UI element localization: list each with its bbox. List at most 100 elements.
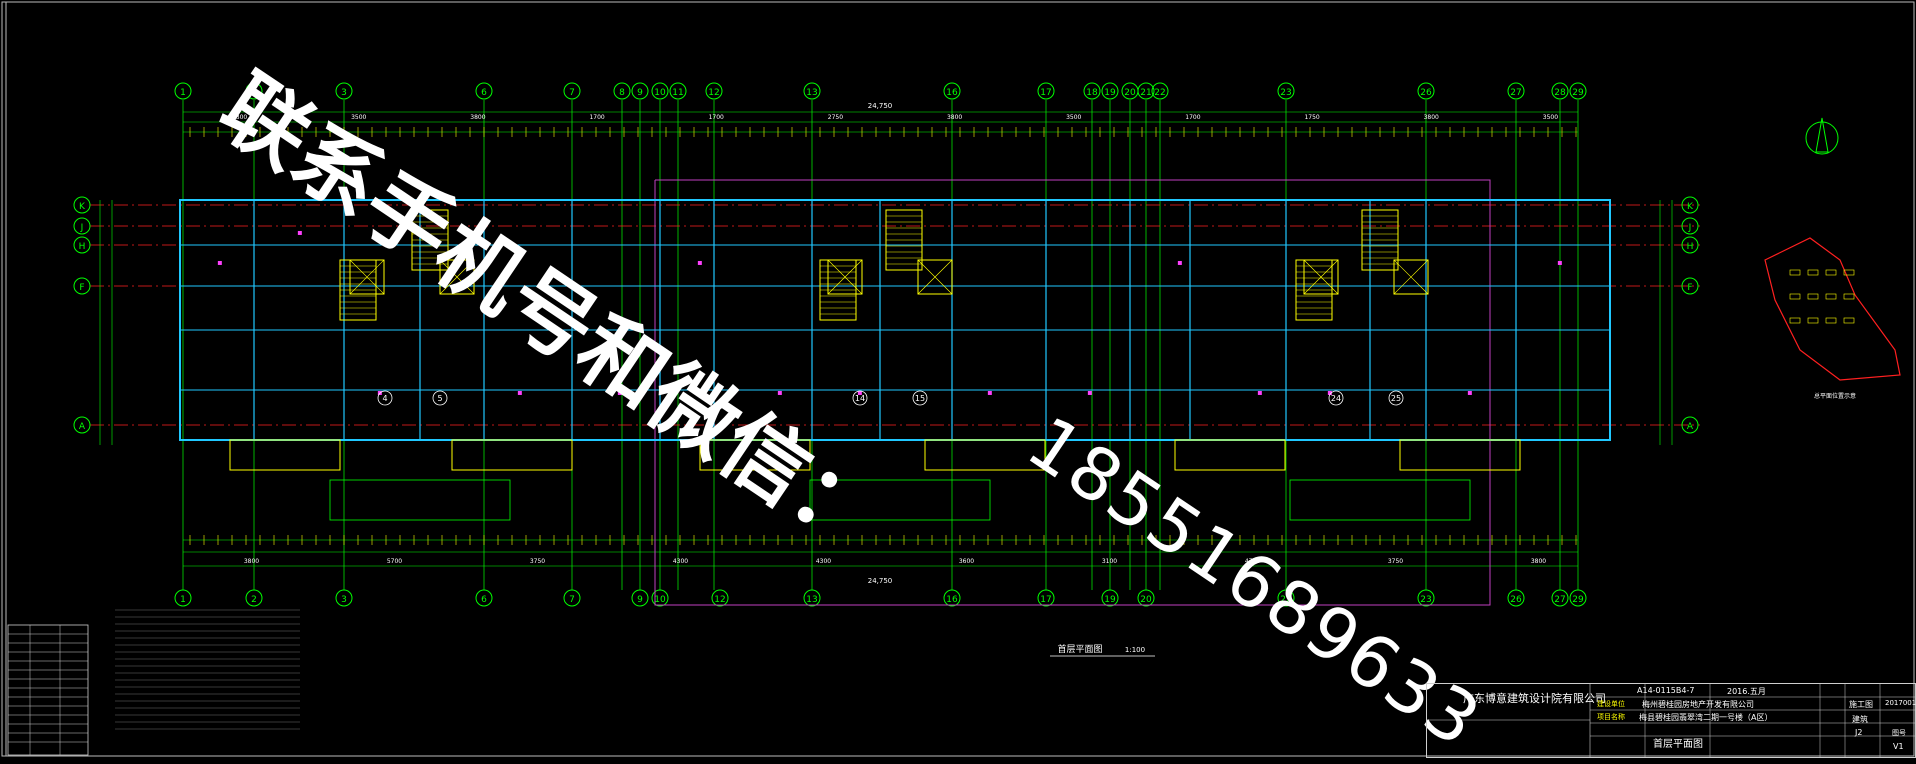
grid-bubble-top [1101,82,1119,100]
grid-bubble-bottom [563,589,581,607]
drawing-date: 2016.五月 [1727,687,1766,696]
north-arrow-circle [1805,121,1839,155]
grid-bubble-bottom [1137,589,1155,607]
site-building-block [1807,269,1819,276]
dimension-text-top: 1700 [709,114,724,121]
site-building-block [1789,317,1801,324]
grid-bubble-top [1551,82,1569,100]
grid-bubble-left [73,217,91,235]
balcony [699,439,811,471]
grid-label-top: 12 [708,88,719,98]
grid-bubble-top [943,82,961,100]
grid-label-top: 16 [946,88,958,98]
grid-label-bottom: 29 [1572,595,1584,605]
room-marker: ▪ [1257,388,1262,397]
dimension-text-top: 3800 [232,114,247,121]
entrance-steps [1289,479,1471,521]
floor-plan-label: 首层平面图 [1057,643,1102,655]
room-marker: ▪ [1557,258,1562,267]
balcony [229,439,341,471]
grid-label-right: A [1687,422,1694,432]
elevator-cross [1393,259,1429,295]
site-building-block [1825,269,1837,276]
grid-bubble-bottom [1417,589,1435,607]
grid-label-top: 8 [619,88,625,98]
unit-number: 24 [1331,394,1341,403]
room-marker: ▪ [697,258,702,267]
overall-dimension-top: 24,750 [868,102,893,110]
grid-label-left: K [79,202,86,212]
site-building-block [1789,293,1801,300]
grid-bubble-bottom [245,589,263,607]
room-marker: ▪ [217,258,222,267]
client-name: 梅州碧桂园房地产开发有限公司 [1642,700,1754,709]
grid-label-top: 10 [654,88,666,98]
grid-label-top: 19 [1104,88,1116,98]
room-marker: ▪ [857,388,862,397]
room-marker: ▪ [617,388,622,397]
elevator-cross [917,259,953,295]
elevator-shaft [917,259,953,295]
room-marker: ▪ [1467,388,1472,397]
dimension-text-bottom: 3750 [530,558,545,565]
balcony [1174,439,1286,471]
dimension-text-bottom: 4700 [1245,558,1260,565]
grid-label-bottom: 10 [654,595,666,605]
room-marker: ▪ [1177,258,1182,267]
grid-bubble-bottom [651,589,669,607]
elevator-cross [439,259,475,295]
project-name: 梅县碧桂园翡翠湾二期一号楼（A区） [1639,713,1773,722]
dimension-text-top: 1700 [1185,114,1200,121]
boundary-outline [654,179,1491,606]
sheet-label: 图号 [1892,729,1906,737]
overall-dimension-bottom: 24,750 [868,577,893,585]
grid-bubble-top [174,82,192,100]
grid-label-top: 28 [1554,88,1566,98]
grid-bubble-top [1137,82,1155,100]
grid-bubble-top [651,82,669,100]
elevator-cross [827,259,863,295]
grid-label-top: 1 [180,88,186,98]
grid-bubble-bottom [711,589,729,607]
grid-bubble-top [1151,82,1169,100]
grid-bubble-bottom [1101,589,1119,607]
site-building-block [1807,317,1819,324]
grid-bubble-top [245,82,263,100]
grid-bubble-right [1681,236,1699,254]
grid-bubble-top [1417,82,1435,100]
keyplan-caption: 总平面位置示意 [1814,392,1856,400]
title-block: 广东博意建筑设计院有限公司 A14-0115B4-7 2016.五月 建设单位 … [1426,683,1916,758]
exterior-wall [179,199,1611,441]
grid-bubble-bottom [803,589,821,607]
grid-bubble-top [1507,82,1525,100]
dimension-text-bottom: 3600 [959,558,974,565]
grid-bubble-top [475,82,493,100]
grid-label-top: 21 [1140,88,1151,98]
grid-label-top: 6 [481,88,487,98]
grid-bubble-top [803,82,821,100]
project-label: 项目名称 [1597,713,1625,721]
dimension-text-bottom: 3800 [244,558,259,565]
grid-label-left: F [79,283,84,293]
elevator-shaft [439,259,475,295]
grid-label-right: J [1688,223,1692,233]
site-building-block [1843,293,1855,300]
grid-bubble-right [1681,416,1699,434]
scale-label: 1:100 [1125,646,1145,654]
unit-number-circle [912,390,928,406]
unit-number-circle [852,390,868,406]
dimension-text-top: 3500 [351,114,366,121]
grid-label-top: 17 [1040,88,1051,98]
elevator-shaft [1393,259,1429,295]
client-label: 建设单位 [1597,700,1625,708]
dimension-text-bottom: 4300 [673,558,688,565]
grid-bubble-bottom [1569,589,1587,607]
entrance-steps [329,479,511,521]
grid-label-bottom: 6 [481,595,487,605]
grid-label-top: 11 [672,88,683,98]
balcony [1399,439,1521,471]
balcony [924,439,1046,471]
design-company-name: 广东博意建筑设计院有限公司 [1463,692,1606,705]
